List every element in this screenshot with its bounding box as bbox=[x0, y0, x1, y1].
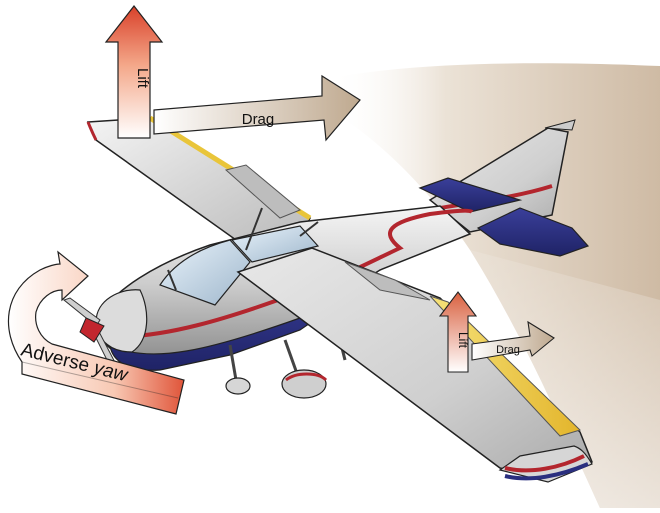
lift-label-right: Lift bbox=[456, 332, 470, 349]
drag-label-right: Drag bbox=[496, 344, 520, 356]
engine-cowling bbox=[95, 289, 148, 353]
airflow-wake bbox=[330, 63, 660, 509]
horizontal-stabilizer-right bbox=[476, 207, 590, 257]
right-wing-flap bbox=[224, 164, 301, 219]
wing-struts bbox=[167, 207, 319, 291]
drag-arrow-right: Drag bbox=[471, 320, 555, 361]
lift-arrow-right: Lift bbox=[438, 291, 478, 373]
cockpit-canopy bbox=[159, 225, 320, 306]
left-wing-flap bbox=[344, 261, 431, 301]
left-wingtip bbox=[498, 445, 593, 483]
lift-label-left: Lift bbox=[134, 68, 151, 89]
drag-label-left: Drag bbox=[242, 111, 275, 128]
horizontal-stabilizer-left bbox=[418, 177, 523, 213]
lift-arrow-left: Lift bbox=[104, 5, 164, 139]
drag-arrow-left: Drag bbox=[153, 74, 361, 142]
